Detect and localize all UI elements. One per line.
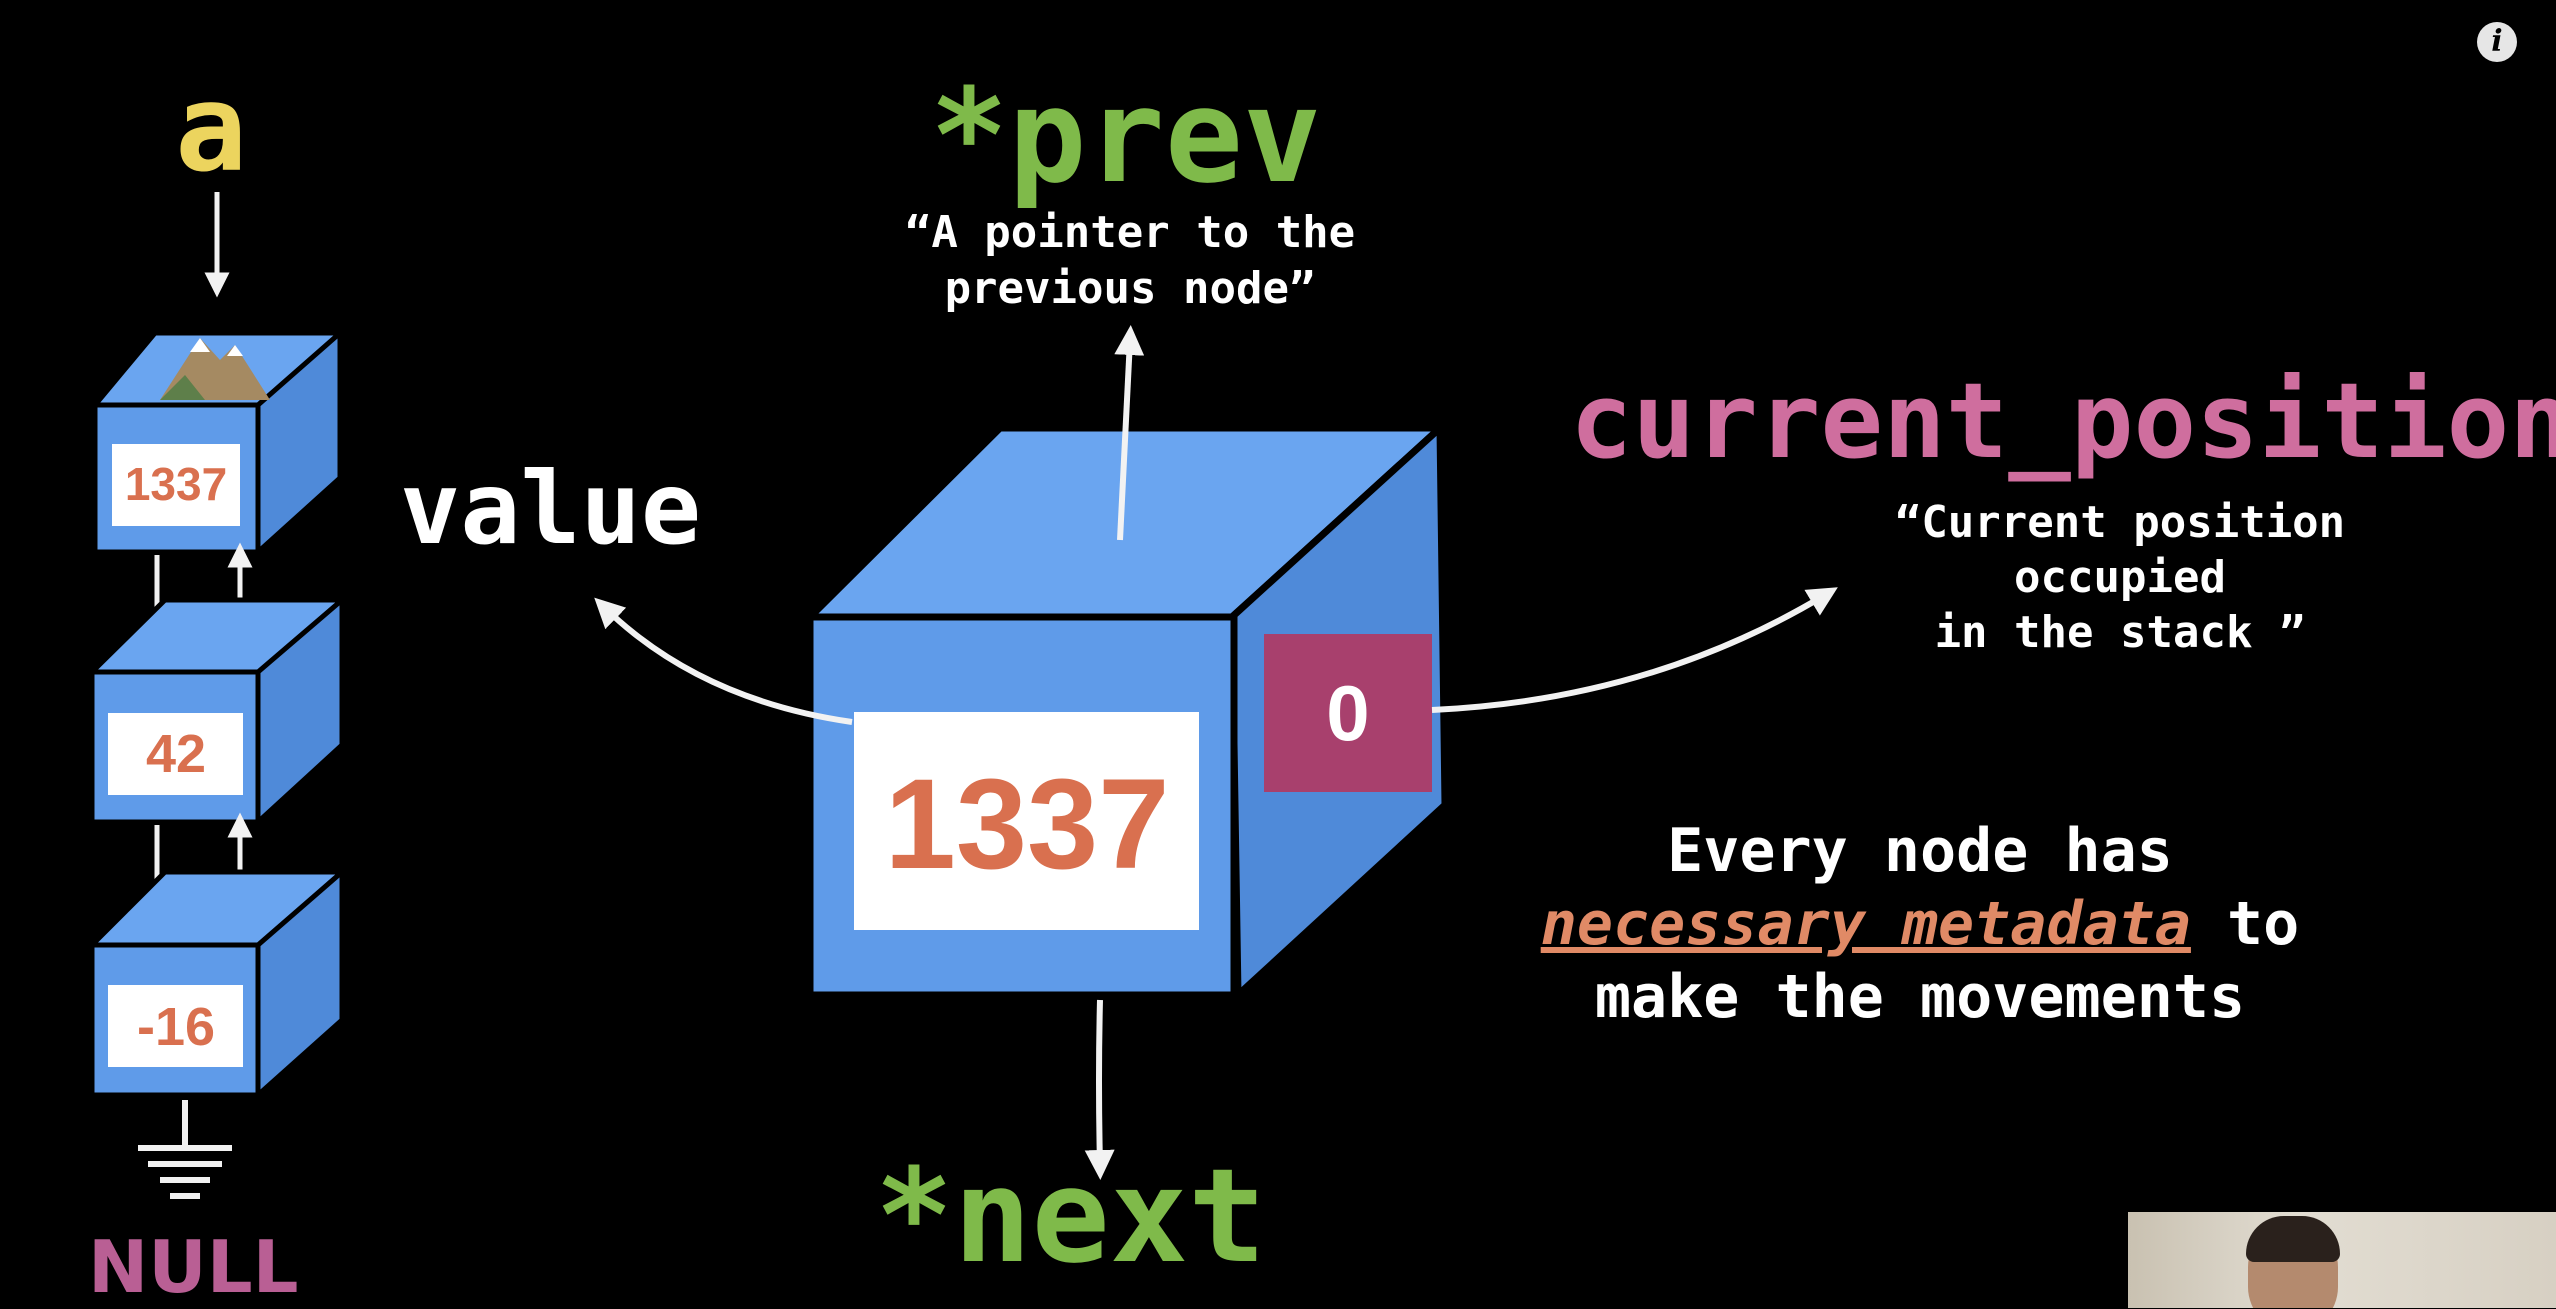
position-box (1264, 634, 1432, 792)
ground-icon (138, 1100, 232, 1199)
stack-node-2: 42 (85, 594, 349, 828)
prev-pointer-label: *prev (930, 60, 1322, 212)
metadata-to: to (2190, 889, 2300, 959)
prev-description: “A pointer to the previous node” (840, 205, 1420, 317)
metadata-caption-line: Every node has (1667, 816, 2173, 886)
metadata-emphasis: necessary metadata (1540, 889, 2191, 959)
next-pointer-label: *next (875, 1140, 1267, 1292)
metadata-caption-line: necessary metadata to (1450, 888, 2390, 961)
mountain-icon (160, 338, 270, 400)
stack-node-value: 42 (146, 724, 206, 784)
stack-node-value: -16 (137, 997, 215, 1057)
webcam-background (2128, 1212, 2556, 1308)
prev-description-line: previous node” (944, 263, 1316, 314)
metadata-caption: Every node has necessary metadata to mak… (1450, 815, 2390, 1034)
position-value: 0 (1326, 669, 1369, 757)
webcam-overlay (2128, 1212, 2556, 1308)
null-label: NULL (88, 1225, 299, 1309)
current-position-description-line: “Current position (1894, 497, 2346, 548)
current-position-description-line: in the stack ” (1934, 607, 2306, 658)
prev-arrow (1114, 325, 1145, 541)
position-arrow (1431, 587, 1838, 713)
big-node: 1337 0 (801, 420, 1450, 1003)
value-arrow (594, 597, 853, 725)
stack-node-3: -16 (85, 866, 349, 1101)
value-label: value (400, 450, 702, 567)
current-position-label: current_position (1570, 360, 2556, 482)
presenter-hair (2246, 1216, 2340, 1262)
variable-a-label: a (175, 60, 248, 199)
stack-node-value: 1337 (125, 458, 227, 510)
metadata-caption-line: make the movements (1594, 962, 2246, 1032)
big-node-value: 1337 (885, 753, 1170, 896)
prev-description-line: “A pointer to the (904, 207, 1356, 258)
stack-node-1: 1337 (89, 327, 346, 558)
info-icon[interactable]: i (2477, 22, 2517, 62)
current-position-description-line: occupied (2014, 552, 2226, 603)
next-arrow (1084, 999, 1115, 1180)
current-position-description: “Current position occupied in the stack … (1800, 495, 2440, 660)
